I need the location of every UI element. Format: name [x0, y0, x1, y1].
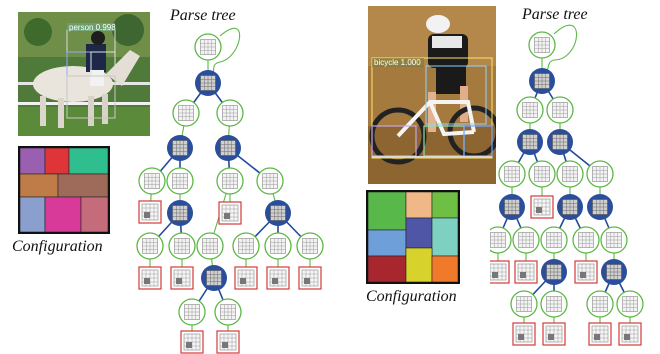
config-cell: [431, 191, 459, 219]
configuration-caption: Configuration: [366, 288, 457, 305]
cyclist-image: bicycle 1.000: [368, 6, 496, 184]
horse-rider-photo: person 0.998: [18, 12, 150, 136]
config-cell: [44, 147, 70, 175]
config-cell: [367, 191, 407, 231]
detection-label: bicycle 1.000: [374, 58, 421, 67]
horse-rider-image: person 0.998: [18, 12, 150, 136]
configuration-grid: [366, 190, 460, 284]
config-cell: [405, 191, 433, 219]
config-cell: [44, 196, 82, 233]
recursion-loop: [211, 27, 241, 73]
parse-tree-title: Parse tree: [170, 7, 236, 24]
right-panel: bicycle 1.000 Configuration Parse tree: [330, 0, 660, 354]
recursion-loop: [545, 24, 578, 71]
config-cell: [431, 217, 459, 257]
config-cell: [405, 217, 433, 249]
cyclist-photo: bicycle 1.000: [368, 6, 496, 184]
config-cell: [367, 229, 407, 257]
config-cell: [367, 255, 407, 283]
left-panel: person 0.998 Configuration Parse tree: [12, 7, 324, 354]
config-cell: [431, 255, 459, 283]
config-cell: [57, 173, 109, 198]
parse-tree-title: Parse tree: [522, 6, 588, 23]
config-cell: [405, 247, 433, 283]
config-cell: [19, 196, 46, 233]
config-cell: [80, 196, 109, 233]
config-cell: [19, 147, 46, 175]
detection-label: person 0.998: [69, 23, 116, 32]
config-cell: [19, 173, 59, 198]
parse-tree-diagram: [490, 24, 644, 346]
config-cell: [68, 147, 109, 175]
parse-tree-diagram: [136, 27, 324, 354]
configuration-caption: Configuration: [12, 238, 103, 255]
configuration-grid: [18, 146, 110, 234]
